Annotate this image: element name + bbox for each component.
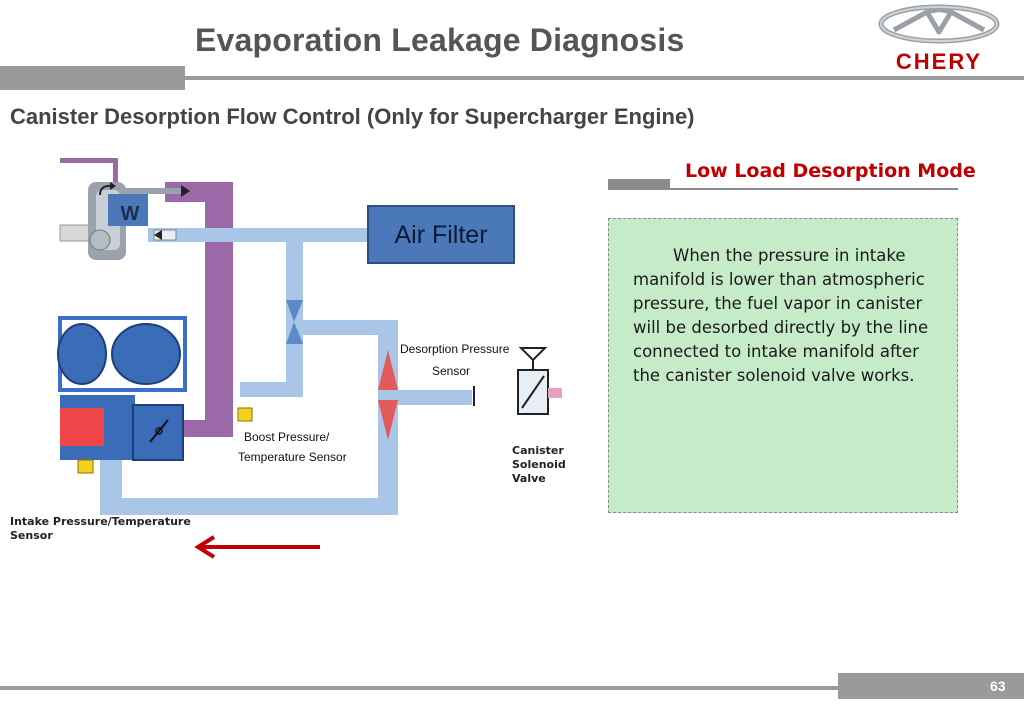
desorption-flow-diagram: W Air Filter Boost Pressure/ [57, 158, 562, 515]
header-rule-block [0, 66, 185, 90]
mode-rule-block [608, 179, 670, 190]
engine-block [57, 316, 187, 474]
chery-logo: CHERY [878, 4, 1000, 74]
section-subtitle: Canister Desorption Flow Control (Only f… [10, 104, 695, 129]
page-number: 63 [990, 678, 1006, 694]
slide-title: Evaporation Leakage Diagnosis [195, 22, 685, 58]
mode-title: Low Load Desorption Mode [685, 160, 976, 182]
turbocharger: W [59, 182, 190, 260]
brand-wordmark: CHERY [896, 49, 982, 74]
desorption-sensor-label-line1: Desorption Pressure [400, 342, 510, 356]
flow-direction-arrow-icon [194, 535, 320, 559]
chery-emblem-icon [878, 4, 1000, 44]
description-box [608, 218, 958, 513]
blue-air-pipes [100, 228, 520, 515]
air-filter: Air Filter [367, 205, 515, 264]
desorption-sensor-label-line2: Sensor [432, 364, 470, 378]
turbo-w-label: W [121, 203, 140, 225]
desorption-pressure-sensor-icon [378, 350, 398, 440]
boost-sensor-label-line2: Temperature Sensor [238, 450, 347, 464]
mode-rule-line [670, 188, 958, 190]
mode-description: When the pressure in intake manifold is … [633, 246, 929, 385]
canister-solenoid-valve-label: Canister Solenoid Valve [512, 444, 566, 485]
header-rule-line [185, 76, 1024, 80]
air-filter-label: Air Filter [394, 221, 487, 249]
boost-sensor-icon [237, 407, 253, 422]
throttle-valve-icon [286, 300, 303, 344]
intake-sensor-label: Intake Pressure/Temperature Sensor [10, 515, 191, 542]
footer-rule [0, 686, 838, 690]
canister-solenoid-valve-icon [472, 347, 562, 415]
boost-sensor-label-line1: Boost Pressure/ [244, 430, 330, 444]
page-number-box [838, 673, 1024, 699]
